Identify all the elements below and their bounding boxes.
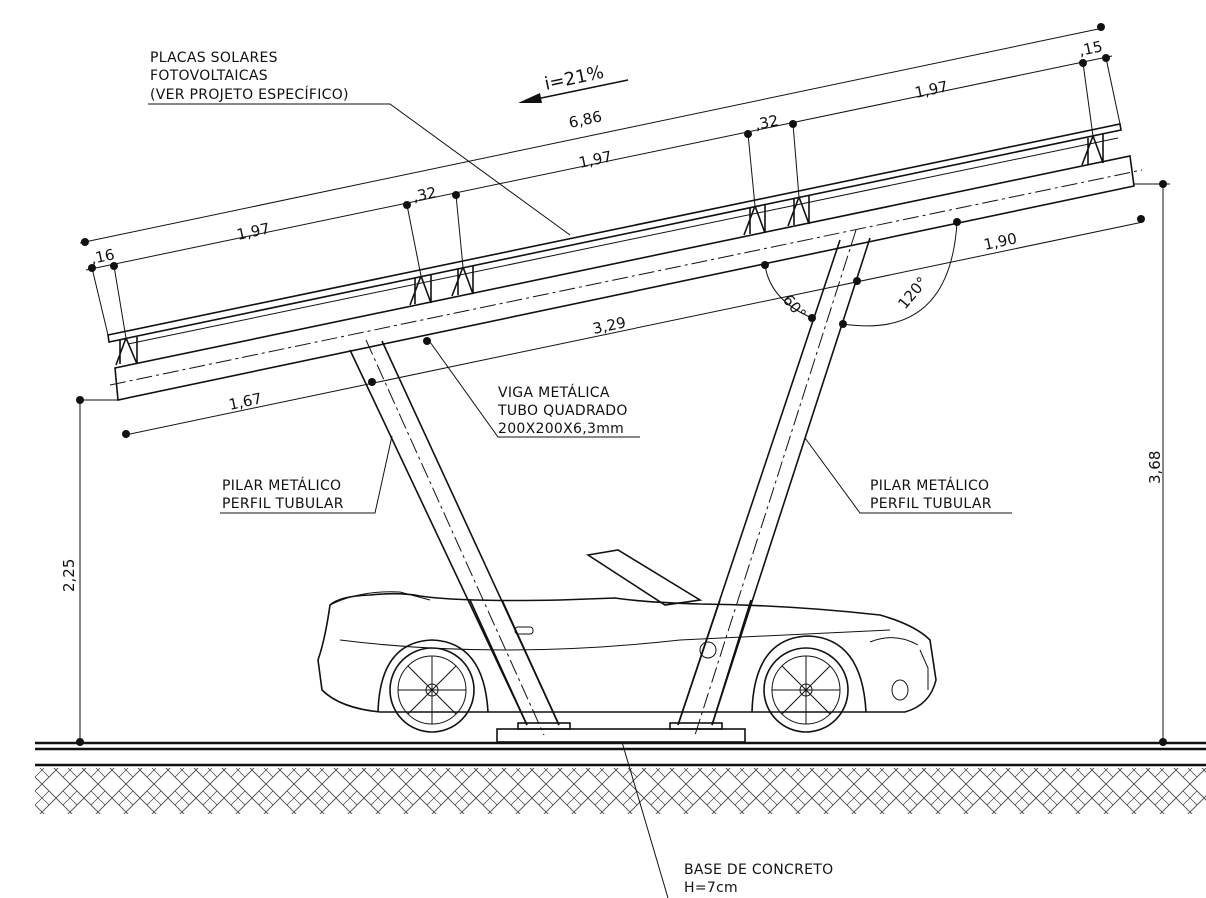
panels-line-1: PLACAS SOLARES bbox=[150, 50, 278, 66]
beam-line-1: VIGA METÁLICA bbox=[498, 384, 610, 401]
note-beam: VIGA METÁLICA TUBO QUADRADO 200X200X6,3m… bbox=[497, 384, 628, 437]
angle-outer: 120° bbox=[894, 273, 931, 312]
car-windshield bbox=[585, 549, 703, 606]
car-wheel-rear bbox=[389, 647, 475, 733]
dim-line-panels bbox=[85, 55, 1113, 271]
pillar-right bbox=[677, 229, 871, 736]
beam-line-3: 200X200X6,3mm bbox=[498, 421, 624, 437]
dim-beam-right: 1,90 bbox=[982, 229, 1018, 254]
note-pillar-right: PILAR METÁLICO PERFIL TUBULAR bbox=[870, 477, 992, 512]
car-grille bbox=[919, 649, 929, 690]
support-3 bbox=[451, 265, 474, 297]
panel-rail bbox=[127, 137, 1119, 345]
support-1 bbox=[115, 337, 138, 366]
note-pillar-left: PILAR METÁLICO PERFIL TUBULAR bbox=[222, 477, 344, 512]
dim-gap-2: ,32 bbox=[753, 111, 780, 134]
car-trunk-line bbox=[329, 591, 431, 606]
car-foglight bbox=[891, 679, 909, 701]
beam-line-2: TUBO QUADRADO bbox=[497, 403, 628, 419]
dim-edge-left: ,16 bbox=[89, 245, 116, 268]
support-2 bbox=[409, 274, 432, 306]
slope-label: i=21% bbox=[543, 62, 606, 95]
leader-beam bbox=[429, 341, 640, 438]
angle-arc-60 bbox=[764, 264, 813, 319]
note-panels: PLACAS SOLARES FOTOVOLTAICAS (VER PROJET… bbox=[150, 50, 349, 103]
beam bbox=[109, 155, 1143, 401]
dim-panel-3: 1,97 bbox=[913, 77, 949, 102]
base-slab bbox=[496, 728, 746, 743]
angle-inner: 60° bbox=[779, 291, 810, 323]
dim-beam-mid: 3,29 bbox=[591, 313, 627, 338]
slope-indicator: i=21% bbox=[518, 62, 629, 103]
pillar-left-line-2: PERFIL TUBULAR bbox=[222, 496, 344, 512]
support-6 bbox=[1081, 134, 1104, 166]
pillar-left-line-1: PILAR METÁLICO bbox=[222, 477, 341, 494]
panels-line-3: (VER PROJETO ESPECÍFICO) bbox=[150, 86, 349, 103]
leader-pillar-right bbox=[804, 437, 1012, 514]
car-wheel-arch-front bbox=[751, 635, 867, 713]
car-body bbox=[317, 592, 937, 713]
base-line-1: BASE DE CONCRETO bbox=[684, 862, 833, 878]
solar-panels bbox=[107, 123, 1122, 366]
angle-arc-120 bbox=[842, 221, 958, 327]
dim-panel-2: 1,97 bbox=[577, 147, 613, 172]
pillar-right-line-1: PILAR METÁLICO bbox=[870, 477, 989, 494]
beam-outline bbox=[114, 155, 1135, 401]
note-base: BASE DE CONCRETO H=7cm bbox=[684, 862, 833, 896]
dimension-lines bbox=[76, 23, 1170, 746]
panel-supports bbox=[115, 134, 1104, 366]
ground bbox=[35, 741, 1206, 814]
pillar-right-line-2: PERFIL TUBULAR bbox=[870, 496, 992, 512]
car-side-line bbox=[339, 629, 891, 651]
base-plate-right bbox=[669, 722, 723, 730]
concrete-base bbox=[496, 722, 746, 743]
dim-line-overall bbox=[79, 27, 1104, 244]
panels-line-2: FOTOVOLTAICAS bbox=[150, 68, 268, 84]
soil-hatch bbox=[35, 768, 1206, 814]
base-line-2: H=7cm bbox=[684, 880, 738, 896]
car-steering-wheel bbox=[699, 641, 717, 659]
dim-beam-left: 1,67 bbox=[227, 389, 263, 414]
car-headlight bbox=[869, 637, 919, 646]
support-5 bbox=[787, 195, 810, 227]
leader-panels bbox=[148, 103, 571, 236]
car-wheel-front bbox=[763, 647, 849, 733]
slope-arrow-icon bbox=[518, 93, 542, 103]
leader-lines bbox=[148, 103, 1012, 898]
base-plate-left bbox=[517, 722, 571, 730]
leader-base bbox=[621, 741, 669, 898]
support-4 bbox=[743, 204, 766, 236]
beam-axis bbox=[109, 169, 1143, 386]
pillars-front bbox=[469, 599, 752, 726]
leader-pillar-left bbox=[220, 435, 393, 514]
car bbox=[317, 549, 937, 733]
dim-line-beam bbox=[124, 221, 1144, 436]
dim-edge-right: ,15 bbox=[1077, 37, 1104, 60]
car-door-handle bbox=[514, 626, 534, 635]
dim-panel-1: 1,97 bbox=[235, 219, 271, 244]
dim-overall: 6,86 bbox=[567, 107, 603, 132]
car-wheel-arch-rear bbox=[377, 639, 489, 713]
panel-surface bbox=[107, 123, 1122, 343]
dim-gap-1: ,32 bbox=[411, 183, 438, 206]
dim-height-high: 3,68 bbox=[1146, 451, 1164, 484]
dim-height-low: 2,25 bbox=[60, 559, 78, 592]
